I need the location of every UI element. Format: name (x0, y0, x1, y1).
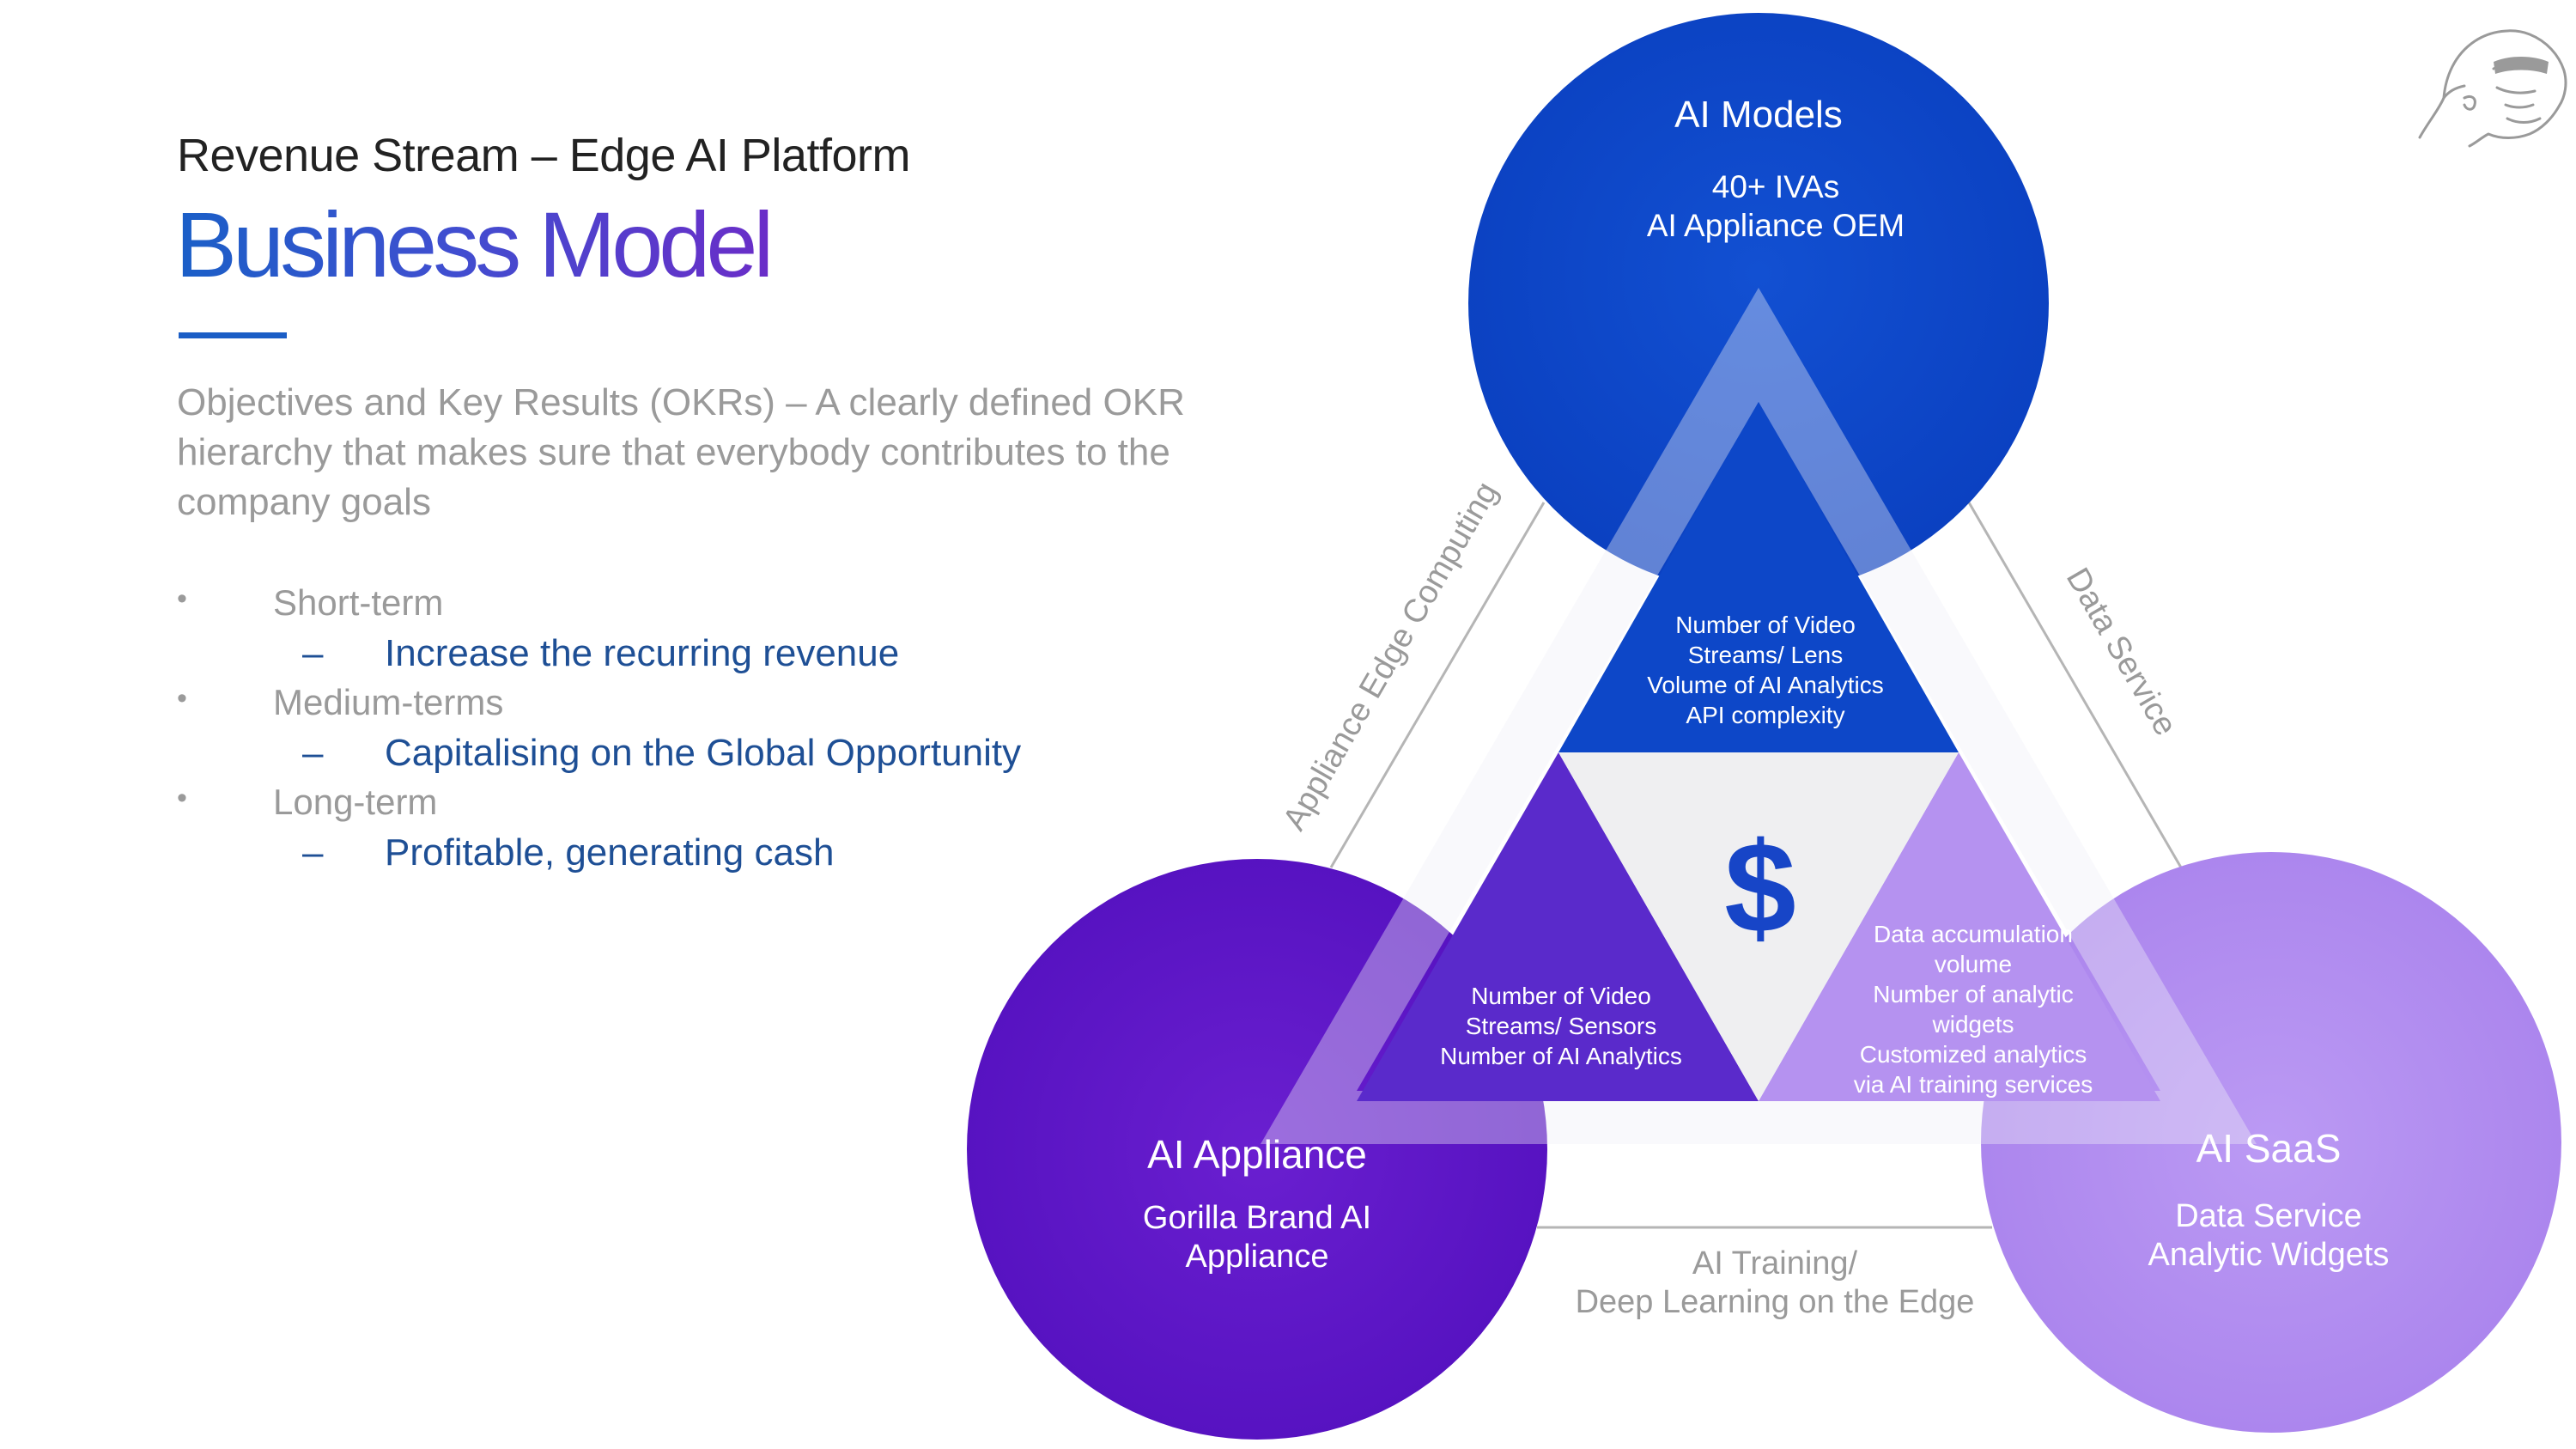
edge-label-bottom: Deep Learning on the Edge (1576, 1284, 1975, 1320)
node-line: Analytic Widgets (2148, 1237, 2390, 1273)
description-line: hierarchy that makes sure that everybody… (177, 431, 1170, 473)
triangle-metric: via AI training services (1854, 1071, 2093, 1098)
edge-label-left: Appliance Edge Computing (1276, 476, 1505, 837)
gorilla-logo-icon (2418, 29, 2567, 148)
description-line: company goals (177, 481, 431, 523)
triangle-top (1558, 402, 1959, 752)
triangle-metric: volume (1935, 951, 2012, 977)
node-ai-appliance (967, 859, 1547, 1440)
triangle-metric: Number of AI Analytics (1440, 1043, 1682, 1069)
node-line: AI Appliance OEM (1647, 208, 1905, 243)
node-line: 40+ IVAs (1712, 169, 1839, 204)
description: Objectives and Key Results (OKRs) – A cl… (177, 378, 1190, 527)
node-title: AI Models (1674, 94, 1843, 136)
objective-goal-label: Increase the recurring revenue (385, 632, 900, 674)
node-title: AI SaaS (2196, 1126, 2342, 1171)
triangle-metric: Data accumulation (1874, 921, 2073, 947)
triangle-ring (1261, 288, 2257, 1144)
bullet-icon: • (177, 682, 187, 715)
triangle-metric: API complexity (1686, 702, 1844, 728)
bullet-icon: • (177, 582, 187, 615)
dollar-icon: $ (1724, 815, 1795, 959)
triangle-left (1357, 752, 1759, 1101)
triangle-metric: Volume of AI Analytics (1647, 672, 1884, 698)
subtitle: Revenue Stream – Edge AI Platform (177, 130, 910, 181)
objective-term-label: Medium-terms (273, 682, 504, 722)
edge-label-right: Data Service (2059, 562, 2184, 741)
description-line: Objectives and Key Results (OKRs) – A cl… (177, 381, 1185, 423)
objective-goal-label: Profitable, generating cash (385, 831, 835, 874)
triangle-metric: Customized analytics (1860, 1041, 2087, 1068)
node-title: AI Appliance (1147, 1132, 1367, 1177)
triangle-right (1759, 752, 2160, 1101)
triangle-metric: Number of Video (1471, 983, 1651, 1009)
node-line: Gorilla Brand AI (1143, 1200, 1371, 1236)
node-line: Data Service (2175, 1198, 2362, 1234)
triangle-metric: Number of analytic (1873, 981, 2073, 1008)
edge-label-bottom: AI Training/ (1692, 1245, 1858, 1282)
node-ai-models (1468, 13, 2049, 594)
triangle-metric: Number of Video (1675, 612, 1856, 638)
sunglasses-icon (2494, 57, 2549, 74)
edge-line-left (1329, 502, 1546, 868)
dash-icon: – (302, 732, 324, 774)
node-ai-saas (1981, 852, 2561, 1433)
edge-line-right (1967, 502, 2183, 868)
objective-term-label: Long-term (273, 782, 438, 822)
dash-icon: – (302, 831, 324, 874)
dash-icon: – (302, 632, 324, 674)
page-title: Business Model (175, 192, 774, 296)
triangle-metric: Streams/ Sensors (1466, 1013, 1657, 1039)
triangle-metric: widgets (1932, 1011, 2014, 1038)
objective-goal-label: Capitalising on the Global Opportunity (385, 732, 1022, 774)
objective-term-label: Short-term (273, 582, 444, 623)
triangle-center (1558, 752, 1959, 1101)
title-underline (179, 332, 287, 338)
node-line: Appliance (1186, 1239, 1329, 1275)
bullet-icon: • (177, 782, 187, 814)
triangle-metric: Streams/ Lens (1688, 642, 1844, 668)
